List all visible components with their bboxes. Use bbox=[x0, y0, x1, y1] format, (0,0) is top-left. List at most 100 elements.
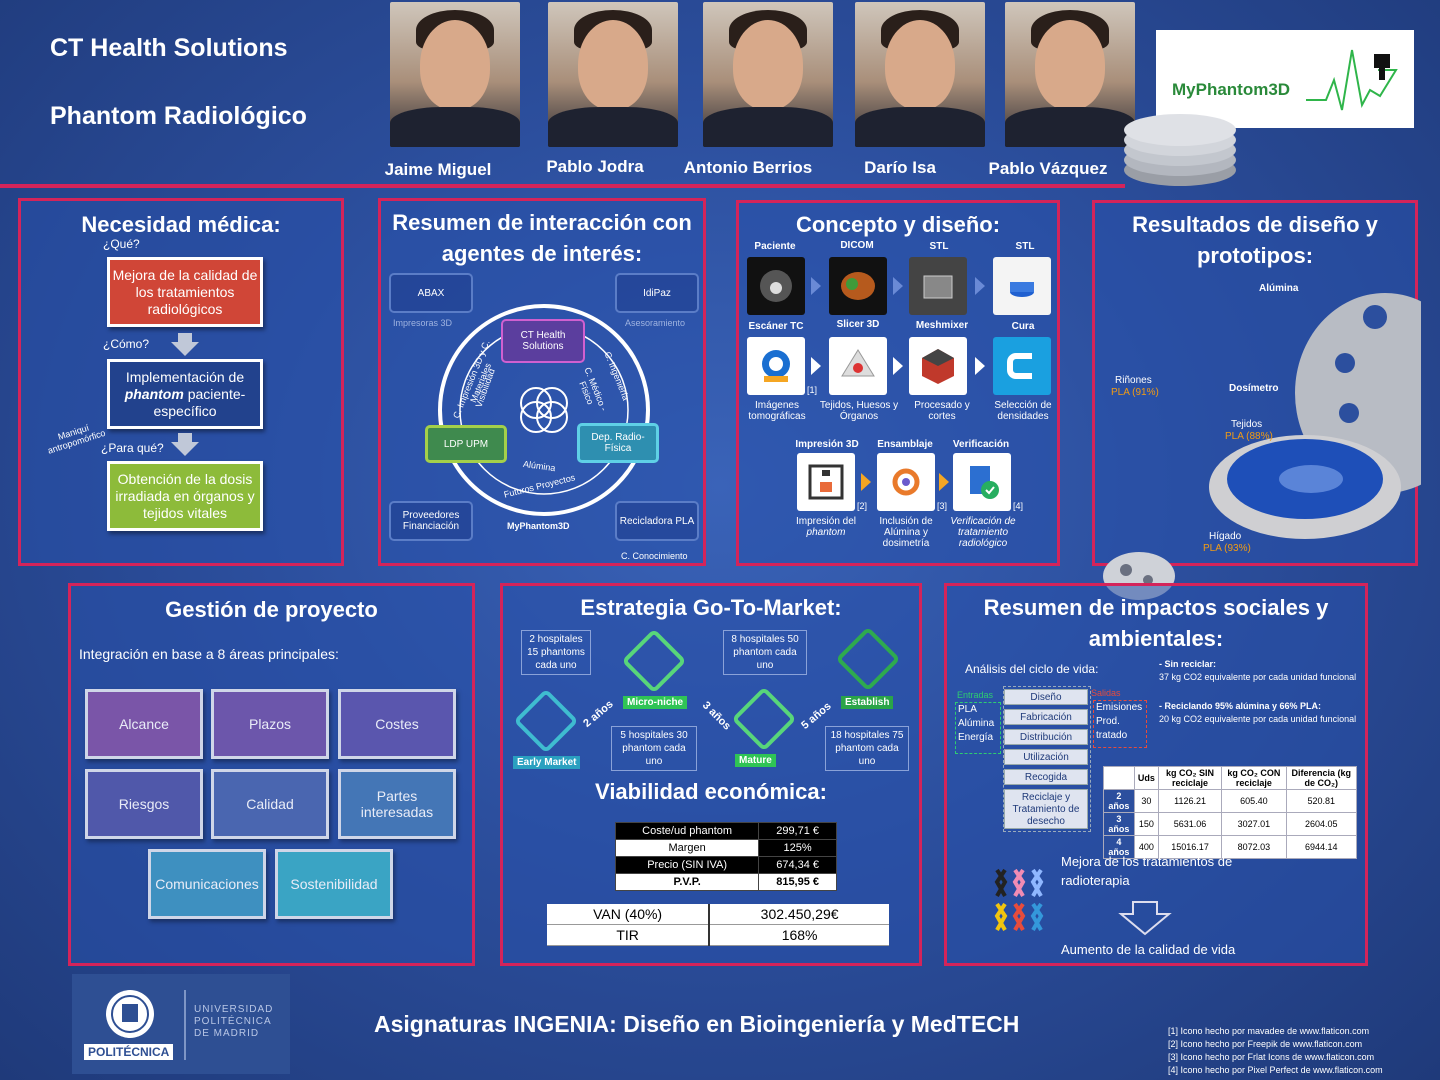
flow-top-label: DICOM bbox=[840, 240, 874, 251]
target-icon bbox=[621, 628, 687, 694]
table-cell: 150 bbox=[1133, 812, 1159, 836]
stakeholder-abax: ABAX bbox=[389, 273, 473, 313]
stage-desc: Verificación de tratamiento radiológico bbox=[950, 516, 1016, 549]
question-label: ¿Cómo? bbox=[103, 337, 150, 351]
panel-resultados: Resultados de diseño y prototipos: Alúmi… bbox=[1092, 200, 1421, 566]
step-label: Tejidos, Huesos y Órganos bbox=[819, 400, 899, 422]
ct-machine-icon bbox=[747, 337, 805, 395]
reference-label: [2] bbox=[857, 501, 868, 511]
outputs-label: Salidas bbox=[1091, 688, 1121, 698]
part-label: Dosímetro bbox=[1229, 383, 1279, 394]
panel-title: Gestión de proyecto bbox=[165, 597, 378, 622]
table-header: Uds bbox=[1133, 766, 1159, 790]
team-member-name: Pablo Jodra bbox=[546, 157, 644, 176]
team-photo bbox=[855, 2, 985, 152]
cost-value: 125% bbox=[758, 839, 837, 857]
cost-key: Margen bbox=[614, 839, 760, 857]
emissions-table: Uds kg CO₂ SIN reciclaje kg CO₂ CON reci… bbox=[1103, 766, 1358, 859]
cost-value: 674,34 € bbox=[758, 856, 837, 874]
intro-text: Integración en base a 8 áreas principale… bbox=[79, 646, 339, 662]
poster-subtitle: Phantom Radiológico bbox=[50, 102, 307, 130]
table-cell: 4 años bbox=[1103, 835, 1135, 859]
table-header: Diferencia (kg de CO₂) bbox=[1285, 766, 1358, 790]
box-text: Implementación de bbox=[125, 368, 245, 385]
note-text: 37 kg CO2 equivalente por cada unidad fu… bbox=[1159, 672, 1357, 682]
header-divider bbox=[0, 184, 1125, 188]
panel-concepto: Concepto y diseño: Paciente DICOM STL ST… bbox=[736, 200, 1060, 566]
inputs-label: Entradas bbox=[957, 690, 994, 700]
team-member-name: Antonio Berrios bbox=[683, 158, 813, 177]
table-header: kg CO₂ SIN reciclaje bbox=[1157, 766, 1223, 790]
myphantom-logo: MyPhantom3D bbox=[1156, 30, 1414, 128]
lca-step: Diseño bbox=[1004, 689, 1088, 705]
cost-value: 815,95 € bbox=[758, 873, 837, 891]
stakeholder-idipaz: IdiPaz bbox=[615, 273, 699, 313]
note-head: - Reciclando 95% alúmina y 66% PLA: bbox=[1159, 701, 1322, 711]
impact-text: Mejora de los tratamientos de radioterap… bbox=[1061, 854, 1233, 888]
table-row: 2 años 30 1126.21 605.40 520.81 bbox=[1103, 789, 1358, 813]
stage-tag: Mature bbox=[735, 754, 776, 767]
reference-line: [4] Icono hecho por Pixel Perfect de www… bbox=[1168, 1065, 1383, 1075]
tool-label: Meshmixer bbox=[915, 320, 969, 331]
panel-necesidad: Necesidad médica: ¿Qué? Mejora de la cal… bbox=[18, 198, 344, 566]
area-calidad: Calidad bbox=[211, 769, 329, 839]
table-cell: 2604.05 bbox=[1285, 812, 1358, 836]
reference-label: [1] bbox=[807, 385, 818, 395]
step-label: Imágenes tomográficas bbox=[748, 400, 806, 422]
stage-desc: Impresión del phantom bbox=[783, 516, 869, 538]
part-label: Hígado bbox=[1209, 531, 1242, 542]
printer-3d-icon bbox=[797, 453, 855, 511]
output-item: Emisiones bbox=[1096, 702, 1143, 713]
reference-line: [3] Icono hecho por Frlat Icons de www.f… bbox=[1168, 1052, 1375, 1062]
stage-tag: Micro-niche bbox=[623, 696, 688, 709]
tool-label: Cura bbox=[1011, 321, 1035, 332]
reference-line: [2] Icono hecho por Freepik de www.flati… bbox=[1168, 1039, 1363, 1049]
table-cell: 5631.06 bbox=[1157, 812, 1223, 836]
outputs-box: Emisiones Prod. tratado bbox=[1093, 700, 1147, 748]
question-label: ¿Qué? bbox=[103, 237, 140, 251]
early-market-icon bbox=[513, 688, 579, 754]
panel-title: Resumen de interacción con agentes de in… bbox=[392, 210, 692, 266]
step-label: Procesado y cortes bbox=[914, 400, 970, 422]
need-box: Mejora de la calidad de los tratamientos… bbox=[107, 257, 263, 327]
course-title: Asignaturas INGENIA: Diseño en Bioingeni… bbox=[374, 1011, 1020, 1037]
flow-arrow-icon bbox=[975, 357, 985, 375]
cost-key: P.V.P. bbox=[614, 873, 760, 891]
org-title: CT Health Solutions bbox=[50, 34, 288, 62]
panel-title: Concepto y diseño: bbox=[795, 212, 1001, 237]
reference-label: [3] bbox=[937, 501, 948, 511]
area-comunicaciones: Comunicaciones bbox=[148, 849, 266, 919]
part-material: PLA (88%) bbox=[1225, 431, 1273, 442]
gtm-note: 2 hospitales 15 phantoms cada uno bbox=[521, 630, 591, 675]
team-photo bbox=[548, 2, 678, 152]
down-arrow-icon bbox=[1118, 901, 1172, 936]
table-cell: 520.81 bbox=[1285, 789, 1358, 813]
upm-name: UNIVERSIDAD POLITÉCNICA DE MADRID bbox=[194, 1004, 274, 1039]
stage-desc: Inclusión de Alúmina y dosimetría bbox=[879, 516, 933, 549]
down-arrow-icon bbox=[178, 333, 192, 343]
box-text: paciente-específico bbox=[153, 385, 246, 419]
team-photo bbox=[1005, 2, 1135, 152]
tool-label: Escáner TC bbox=[748, 321, 804, 332]
stakeholder-sub: Asesoramiento bbox=[625, 318, 686, 328]
panel-title: Resultados de diseño y prototipos: bbox=[1132, 212, 1378, 268]
segmentation-icon bbox=[829, 257, 887, 315]
table-row: 3 años 150 5631.06 3027.01 2604.05 bbox=[1103, 812, 1358, 836]
panel-interaccion: Resumen de interacción con agentes de in… bbox=[378, 198, 706, 566]
flow-arrow-icon bbox=[861, 473, 871, 491]
stakeholder-dep: Dep. Radio-Física bbox=[577, 423, 659, 463]
phantom-tissue-image bbox=[1209, 435, 1401, 539]
lca-step: Fabricación bbox=[1004, 709, 1088, 725]
panel-gtm: Estrategia Go-To-Market: 2 hospitales 15… bbox=[500, 583, 922, 966]
panel-title: Necesidad médica: bbox=[81, 212, 281, 237]
part-label: Alúmina bbox=[1259, 283, 1299, 294]
area-costes: Costes bbox=[338, 689, 456, 759]
table-cell: 15016.17 bbox=[1157, 835, 1223, 859]
lca-step: Recogida bbox=[1004, 769, 1088, 785]
ct-scan-icon bbox=[747, 257, 805, 315]
stakeholder-proveedores: Proveedores Financiación bbox=[389, 501, 473, 541]
table-cell: 8072.03 bbox=[1221, 835, 1287, 859]
area-riesgos: Riesgos bbox=[85, 769, 203, 839]
gtm-note: 18 hospitales 75 phantom cada uno bbox=[825, 726, 909, 771]
